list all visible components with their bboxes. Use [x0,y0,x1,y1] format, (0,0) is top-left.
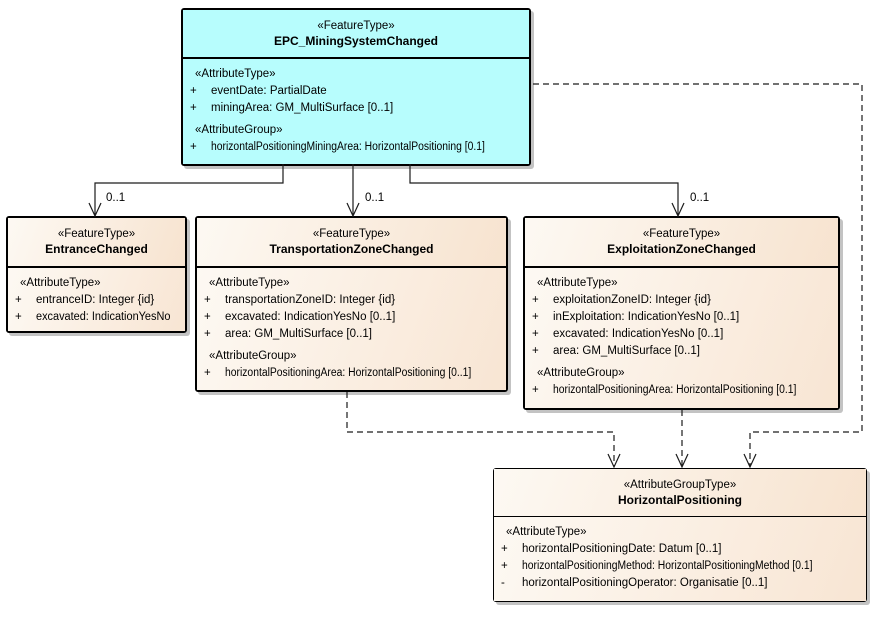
attribute-compartment-horizontalpositioning: «AttributeType» + horizontalPositioningD… [494,517,866,601]
class-box-epc-miningsystemchanged: «FeatureType» EPC_MiningSystemChanged «A… [181,8,531,166]
section-header: «AttributeGroup» [209,350,297,362]
association-epc-to-transportation [346,164,360,218]
attribute-row: + excavated: IndicationYesNo [0..1] [532,328,724,340]
attribute-row: + inExploitation: IndicationYesNo [0..1] [532,311,740,323]
stereotype-label: «FeatureType» [317,19,395,32]
class-title-epc: «FeatureType» EPC_MiningSystemChanged [183,10,529,59]
attribute-row: + excavated: IndicationYesNo [0..1] [204,311,396,323]
multiplicity-label-transportation: 0..1 [365,192,385,204]
attribute-row: + exploitationZoneID: Integer {id} [532,294,711,306]
section-header: «AttributeType» [20,277,101,289]
section-header: «AttributeType» [209,277,290,289]
class-box-transportationzonechanged: «FeatureType» TransportationZoneChanged … [195,216,508,392]
multiplicity-label-entrance: 0..1 [106,192,126,204]
section-header: «AttributeType» [537,277,618,289]
attribute-row: + area: GM_MultiSurface [0..1] [204,328,373,340]
attribute-compartment-exploitation: «AttributeType» + exploitationZoneID: In… [525,268,838,408]
attribute-row: + horizontalPositioningDate: Datum [0..1… [501,543,722,555]
stereotype-label: «FeatureType» [312,228,391,240]
class-name: EntranceChanged [45,242,148,256]
class-name: TransportationZoneChanged [269,242,434,256]
attribute-row: + horizontalPositioningMethod: Horizonta… [501,560,813,572]
class-box-horizontalpositioning: «AttributeGroupType» HorizontalPositioni… [493,468,867,602]
association-epc-to-entrance [88,164,284,218]
section-header: «AttributeGroup» [537,367,625,379]
section-header: «AttributeType» [506,526,587,538]
class-name: HorizontalPositioning [618,492,742,507]
attribute-compartment-epc: «AttributeType» + eventDate: PartialDate… [183,59,529,164]
attribute-compartment-entrance: «AttributeType» + entranceID: Integer {i… [8,268,185,331]
attribute-row: + excavated: IndicationYesNo [15,311,171,323]
attribute-row: + horizontalPositioningArea: HorizontalP… [204,367,472,379]
stereotype-label: «AttributeGroupType» [623,478,737,491]
class-box-entrancechanged: «FeatureType» EntranceChanged «Attribute… [6,216,187,333]
attribute-row: + horizontalPositioningMiningArea: Horiz… [190,141,485,153]
attribute-row: + horizontalPositioningArea: HorizontalP… [532,384,797,396]
attribute-row: + miningArea: GM_MultiSurface [0..1] [190,102,394,114]
attribute-compartment-transportation: «AttributeType» + transportationZoneID: … [197,268,506,390]
class-title-transportation: «FeatureType» TransportationZoneChanged [197,218,506,268]
class-box-exploitationzonechanged: «FeatureType» ExploitationZoneChanged «A… [523,216,840,410]
attribute-row: + eventDate: PartialDate [190,85,327,97]
multiplicity-label-exploitation: 0..1 [690,192,710,204]
attribute-row: - horizontalPositioningOperator: Organis… [501,577,768,589]
stereotype-label: «FeatureType» [642,228,721,240]
stereotype-label: «FeatureType» [57,228,136,240]
class-title-horizontalpositioning: «AttributeGroupType» HorizontalPositioni… [494,469,866,517]
section-header: «AttributeType» [195,68,276,80]
dependency-exploitation-to-horizontalpositioning [675,410,689,469]
class-name: ExploitationZoneChanged [607,242,756,256]
attribute-row: + area: GM_MultiSurface [0..1] [532,345,701,357]
attribute-row: + entranceID: Integer {id} [15,294,155,306]
class-title-exploitation: «FeatureType» ExploitationZoneChanged [525,218,838,268]
attribute-row: + transportationZoneID: Integer {id} [204,294,396,306]
section-header: «AttributeGroup» [195,124,283,136]
class-name: EPC_MiningSystemChanged [273,33,439,48]
class-title-entrance: «FeatureType» EntranceChanged [8,218,185,268]
association-epc-to-exploitation [409,164,685,218]
